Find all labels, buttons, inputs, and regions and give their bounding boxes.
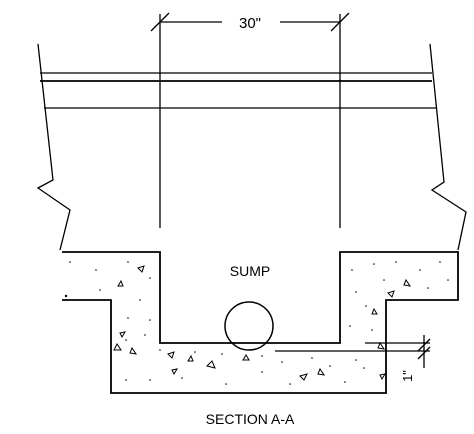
left-break-line [36,43,71,251]
dimension-label-top: 30" [239,15,261,32]
dimension-tick-right [330,12,350,32]
right-break-line [429,43,467,251]
dimension-tick-left [150,12,170,32]
sump-label: SUMP [230,263,270,279]
dimension-label-side: 1" [400,370,415,382]
section-caption: SECTION A-A [206,411,295,427]
aggregate-symbols [113,265,412,381]
concrete-outline [62,251,459,394]
sump-pipe-circle [224,301,274,351]
concrete-stipple [64,261,449,385]
